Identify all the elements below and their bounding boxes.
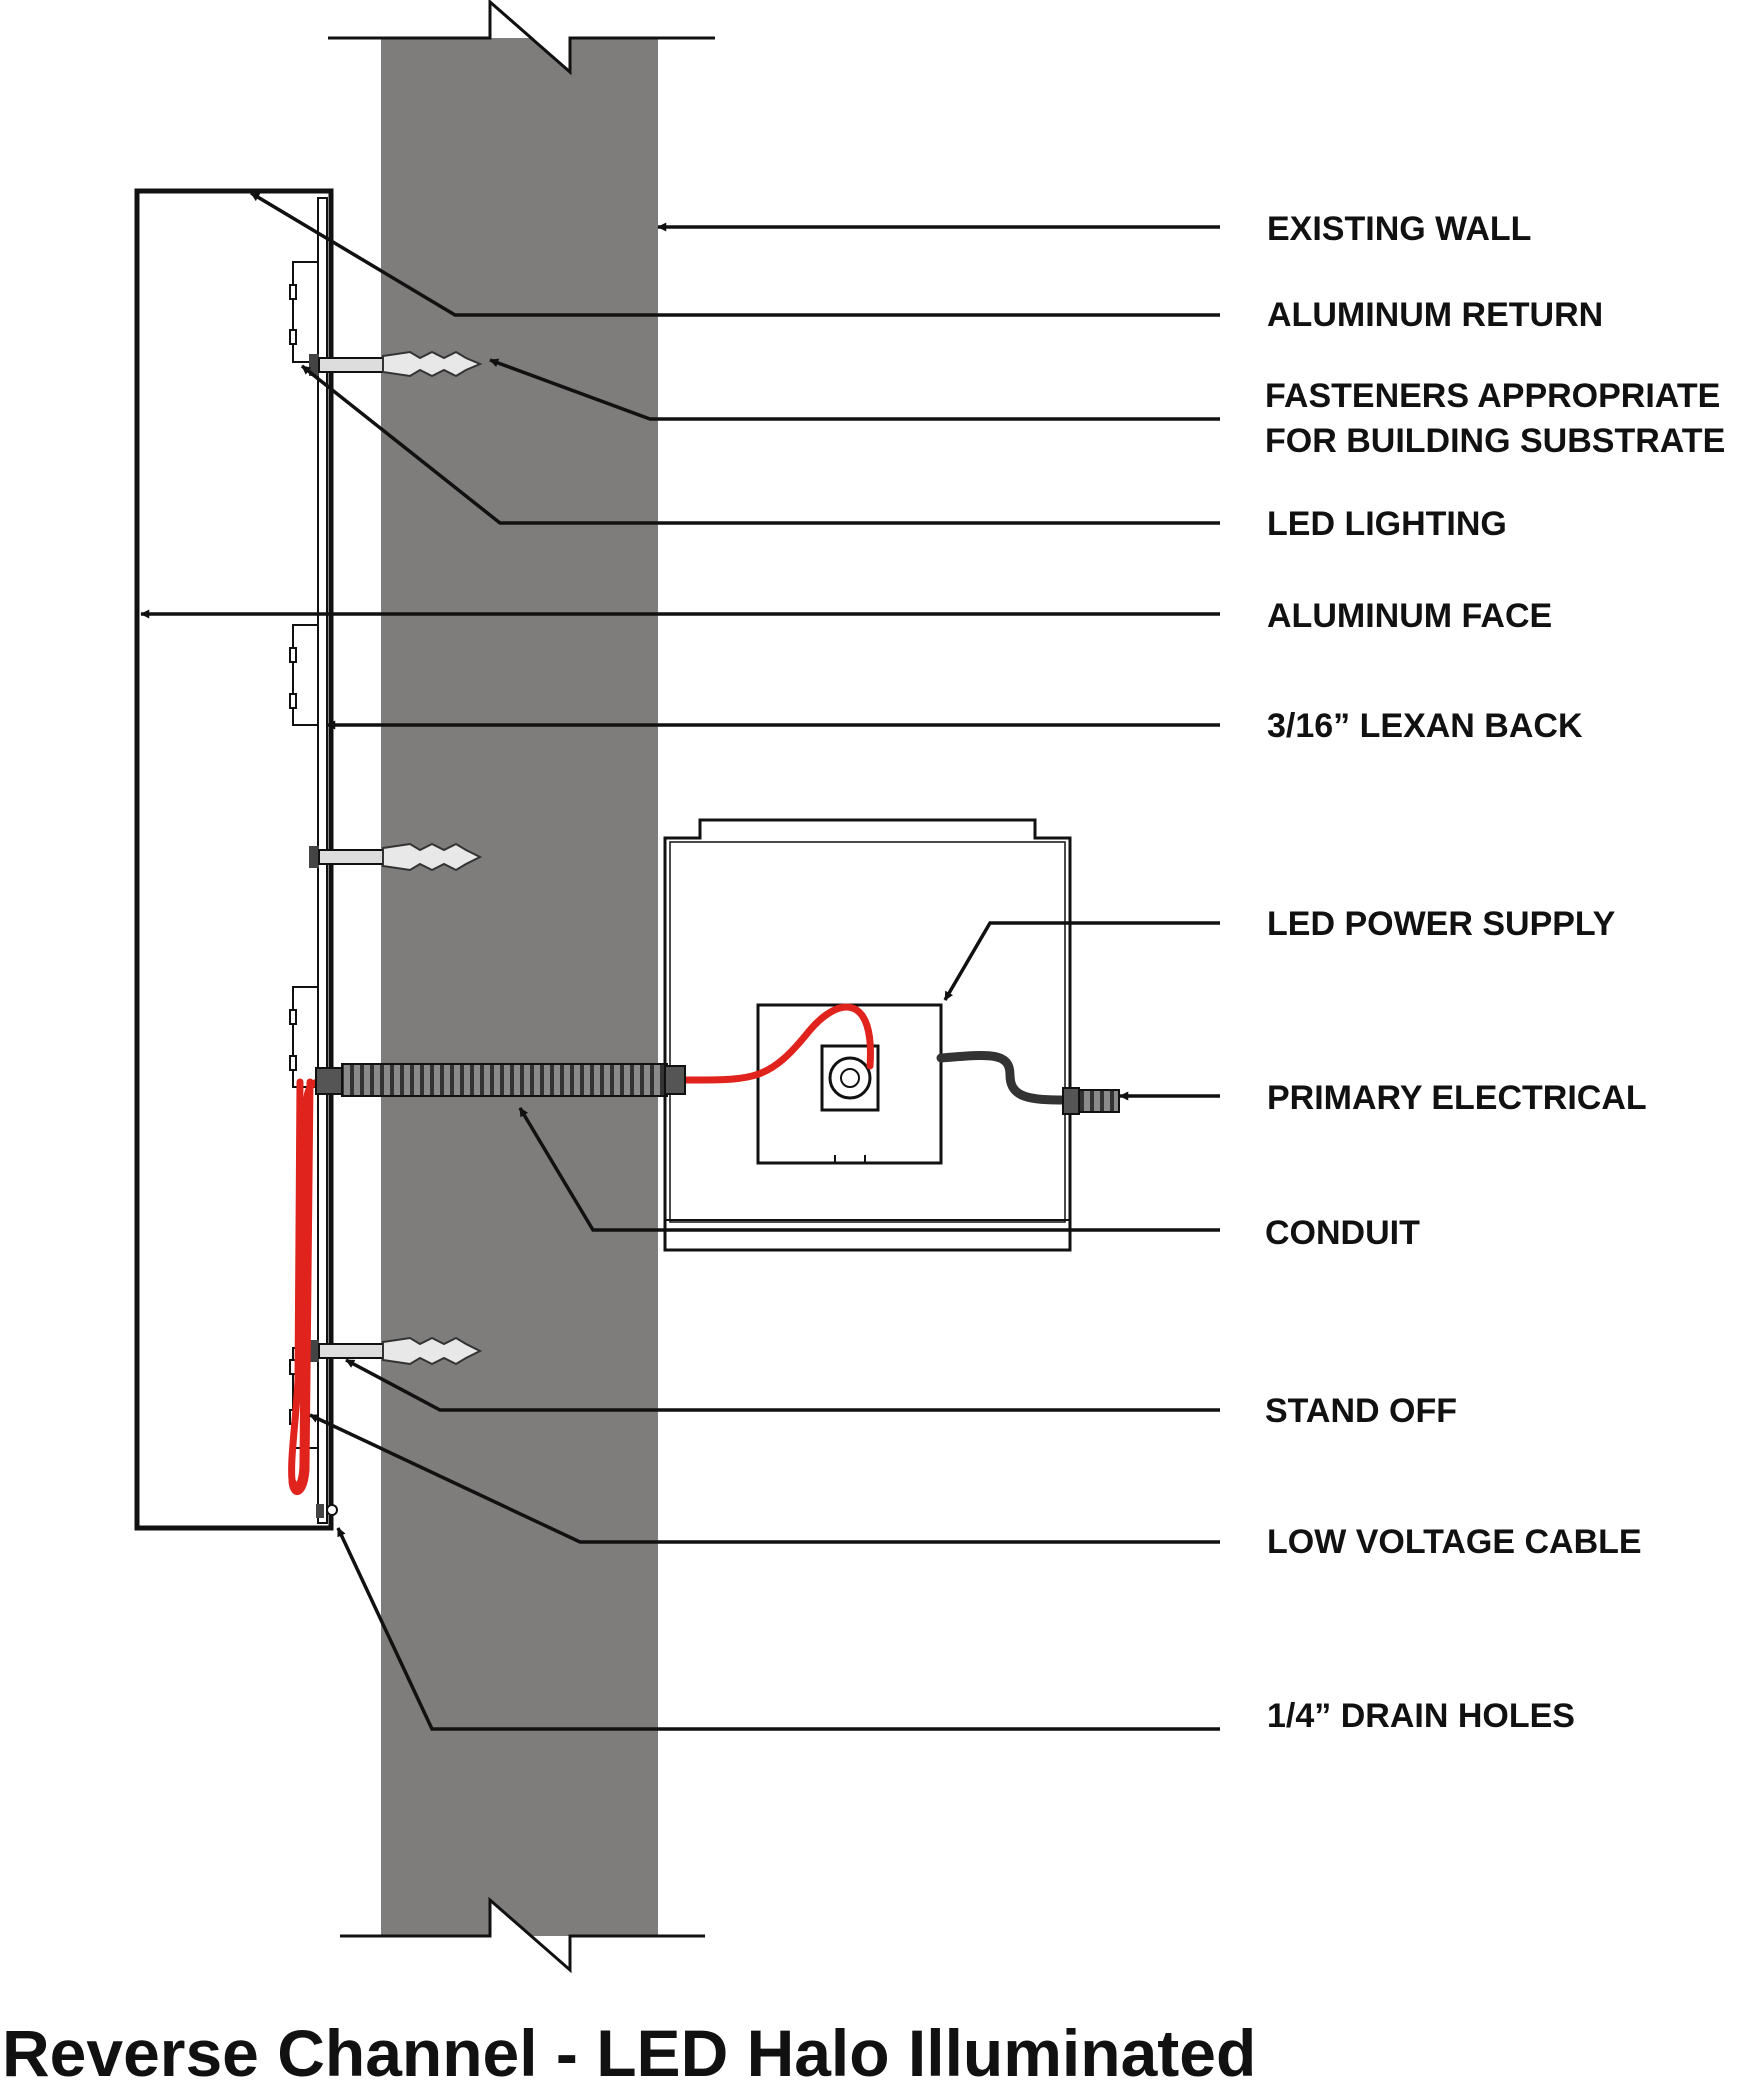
stand-off-1 (309, 350, 483, 378)
stand-off-3 (309, 1336, 483, 1366)
stand-off-2 (309, 842, 483, 872)
leader-fasteners (489, 358, 1220, 421)
leader-low-voltage-cable (309, 1413, 1220, 1544)
label-low-voltage-cable: LOW VOLTAGE CABLE (1267, 1523, 1642, 1561)
label-fasteners-line1: FASTENERS APPROPRIATE (1265, 377, 1720, 415)
conduit (315, 1063, 686, 1097)
primary-electrical-cable (936, 1051, 1120, 1115)
existing-wall (328, 0, 715, 1974)
leader-conduit (518, 1107, 1220, 1232)
leader-led-lighting (300, 364, 1220, 525)
label-existing-wall: EXISTING WALL (1267, 210, 1531, 248)
label-primary-electrical: PRIMARY ELECTRICAL (1267, 1079, 1647, 1117)
callout-labels: EXISTING WALL ALUMINUM RETURN FASTENERS … (1265, 210, 1725, 1735)
label-aluminum-return: ALUMINUM RETURN (1267, 296, 1603, 334)
wall-break-bottom (340, 1896, 705, 1974)
label-led-lighting: LED LIGHTING (1267, 505, 1507, 543)
label-aluminum-face: ALUMINUM FACE (1267, 597, 1552, 635)
diagram-title: Reverse Channel - LED Halo Illuminated (2, 2016, 1256, 2084)
leader-stand-off (345, 1358, 1220, 1412)
label-fasteners-line2: FOR BUILDING SUBSTRATE (1265, 422, 1725, 460)
leader-drain-holes (336, 1527, 1220, 1731)
label-lexan-back: 3/16” LEXAN BACK (1267, 707, 1583, 745)
drain-hole (316, 1504, 338, 1518)
label-drain-holes: 1/4” DRAIN HOLES (1267, 1697, 1575, 1735)
leader-lines (140, 191, 1220, 1731)
label-conduit: CONDUIT (1265, 1214, 1420, 1252)
leader-led-power-supply (943, 921, 1220, 1001)
stand-offs (309, 350, 483, 1366)
label-stand-off: STAND OFF (1265, 1392, 1457, 1430)
label-led-power-supply: LED POWER SUPPLY (1267, 905, 1616, 943)
leader-aluminum-return (250, 191, 1220, 317)
